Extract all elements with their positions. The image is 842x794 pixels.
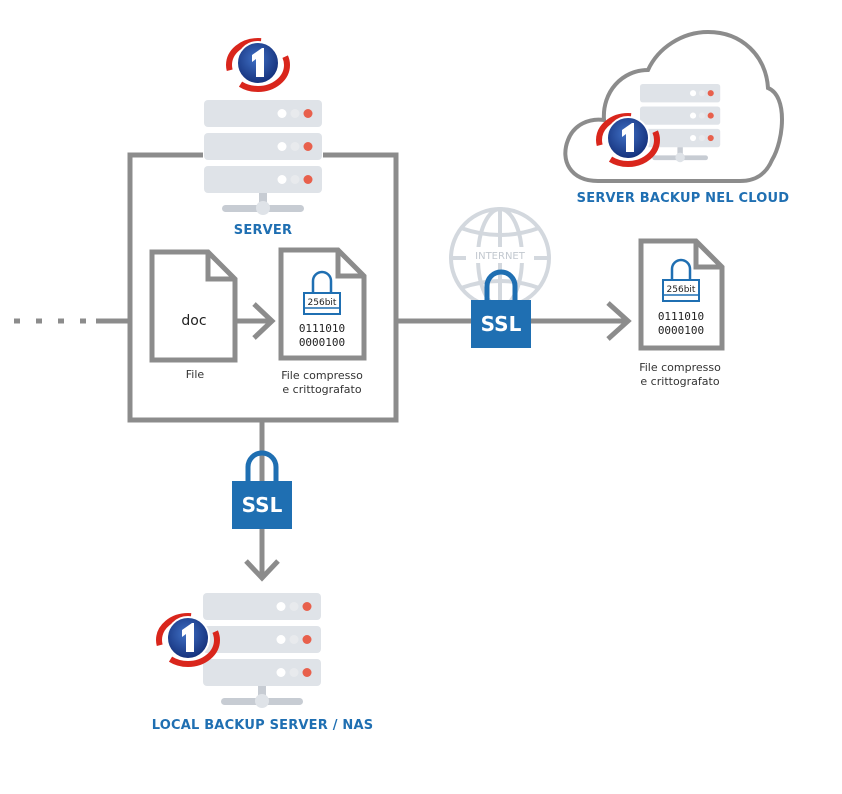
cloud-server-icon bbox=[640, 84, 721, 163]
cloud-binary-line-2: 0000100 bbox=[658, 324, 704, 337]
binary-line-1: 0111010 bbox=[299, 322, 345, 335]
cloud-server-label: SERVER BACKUP NEL CLOUD bbox=[576, 191, 790, 206]
cloud-caption-line-2: e crittografato bbox=[640, 375, 720, 388]
internet-label: INTERNET bbox=[475, 251, 526, 262]
cloud-caption-line-1: File compresso bbox=[639, 361, 721, 374]
cloud-lock-256bit-text: 256bit bbox=[667, 285, 696, 295]
ssl-internet-label: SSL bbox=[481, 312, 522, 336]
cloud-binary-line-1: 0111010 bbox=[658, 310, 704, 323]
nas-label: LOCAL BACKUP SERVER / NAS bbox=[151, 718, 374, 733]
encrypted-file-caption: File compresso e crittografato bbox=[262, 369, 382, 397]
cloud-encrypted-file-icon bbox=[638, 238, 725, 351]
encrypted-caption-line-1: File compresso bbox=[281, 369, 363, 382]
cloud-file-caption: File compresso e crittografato bbox=[620, 361, 740, 389]
server-icon bbox=[203, 100, 323, 225]
ssl-local-label: SSL bbox=[242, 493, 283, 517]
file-doc-text: doc bbox=[181, 313, 206, 329]
server-label: SERVER bbox=[233, 223, 293, 238]
binary-line-2: 0000100 bbox=[299, 336, 345, 349]
file-caption: File bbox=[185, 368, 205, 381]
encrypted-file-icon bbox=[278, 247, 367, 361]
cloud-lock-256bit-icon bbox=[662, 258, 700, 302]
lock-256bit-text: 256bit bbox=[308, 298, 337, 308]
server-logo-icon bbox=[229, 41, 287, 89]
encrypted-caption-line-2: e crittografato bbox=[282, 383, 362, 396]
file-icon bbox=[149, 249, 238, 363]
lock-256bit-icon bbox=[303, 270, 341, 315]
nas-server-icon bbox=[203, 593, 321, 708]
nas-logo-icon bbox=[159, 616, 217, 664]
arrow-file-to-encrypted bbox=[235, 302, 276, 340]
